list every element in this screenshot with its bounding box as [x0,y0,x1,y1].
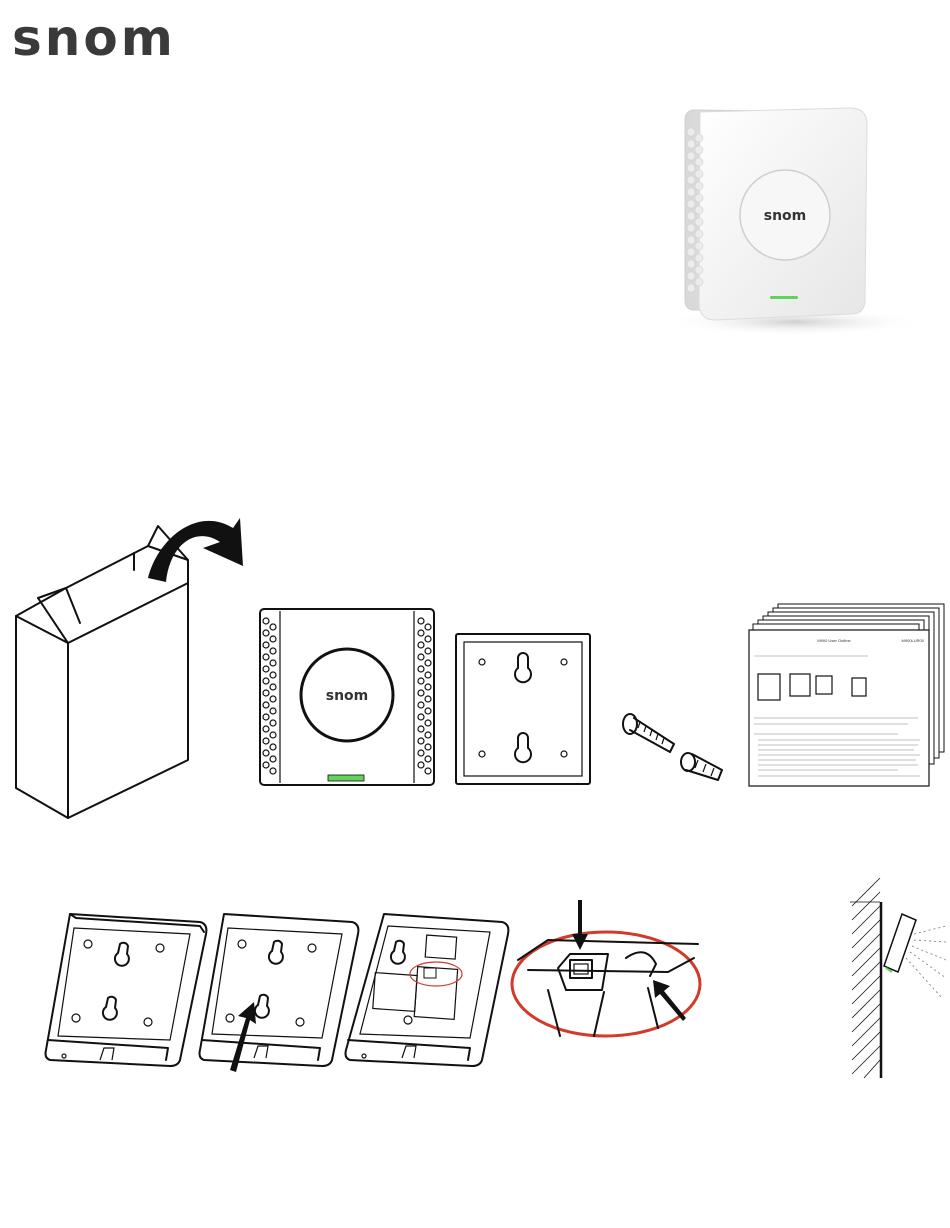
status-led [328,775,364,781]
screw-icon [623,714,674,752]
curved-arrow-icon [148,518,243,582]
device-front-drawing: snom [258,607,436,787]
screw-and-plug [618,708,728,786]
port-detail-magnified [508,898,708,1040]
wall-plug-icon [681,753,722,780]
down-arrow-icon [572,900,588,950]
device-logo: snom [764,208,807,224]
open-box-illustration [8,498,248,823]
device-photo: snom [655,100,925,340]
device-back-open-step-3 [340,910,512,1070]
leaflet-title: M900 User Outline [817,638,851,643]
device-back-step-2 [194,910,360,1070]
wall-mount-plate [454,632,592,786]
documentation-leaflet: M900 User Outline M900LUR00 [748,600,948,788]
wall-mounted-side-view [840,902,948,1080]
device-back-step-1 [40,910,210,1070]
device-logo-front: snom [326,688,369,704]
status-led [770,296,798,299]
leaflet-code: M900LUR00 [902,638,925,643]
snom-logo: snom [12,8,176,68]
up-left-arrow-icon [653,980,686,1021]
